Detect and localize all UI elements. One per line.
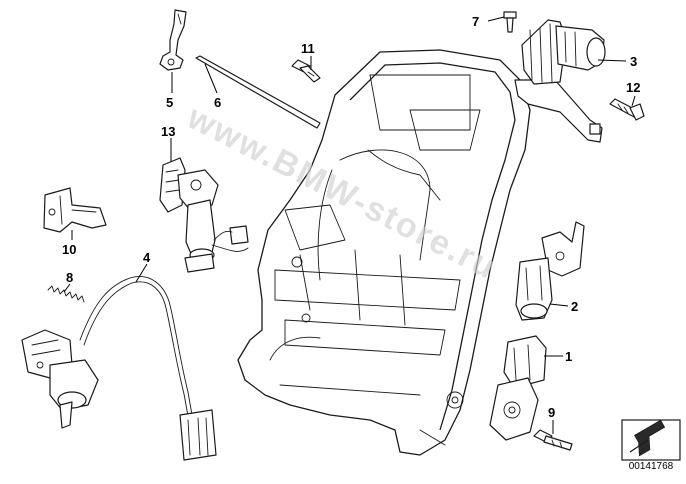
- part-7-screw: [503, 11, 517, 33]
- callout-12: 12: [626, 80, 640, 95]
- diagram-code: 00141768: [628, 461, 674, 472]
- callout-1: 1: [565, 349, 572, 364]
- callout-8: 8: [66, 270, 73, 285]
- callout-13: 13: [161, 124, 175, 139]
- part-10-bracket: [43, 187, 107, 233]
- part-8-spring: [47, 285, 85, 303]
- callouts: 5 6 11 7 3 12 13 10 4 8 2 1 9: [62, 14, 640, 420]
- callout-2: 2: [571, 299, 578, 314]
- leader-lines: [63, 16, 636, 434]
- part-2-motor: [515, 221, 585, 321]
- callout-9: 9: [548, 405, 555, 420]
- callout-3: 3: [630, 54, 637, 69]
- watermark-text: www.BMW-store.ru: [180, 98, 503, 287]
- part-6-rod: [195, 55, 321, 129]
- part-1-motor-gearbox: [489, 335, 547, 441]
- part-9-bolt: [533, 429, 573, 451]
- nav-arrow-box[interactable]: [621, 419, 681, 461]
- callout-7: 7: [472, 14, 479, 29]
- part-12-bolt: [609, 98, 645, 121]
- arrow-icon: [629, 419, 666, 457]
- callout-5: 5: [166, 95, 173, 110]
- callout-11: 11: [301, 41, 315, 56]
- seat-backrest-frame: [237, 49, 531, 456]
- part-3-motor-bracket: [514, 19, 606, 143]
- callout-4: 4: [143, 250, 151, 265]
- part-4-cable-assembly: [21, 276, 217, 461]
- part-13-motor-assembly: [159, 157, 249, 273]
- callout-10: 10: [62, 242, 76, 257]
- part-11-bolt: [291, 59, 321, 83]
- callout-6: 6: [214, 95, 221, 110]
- part-5-handle: [159, 9, 187, 71]
